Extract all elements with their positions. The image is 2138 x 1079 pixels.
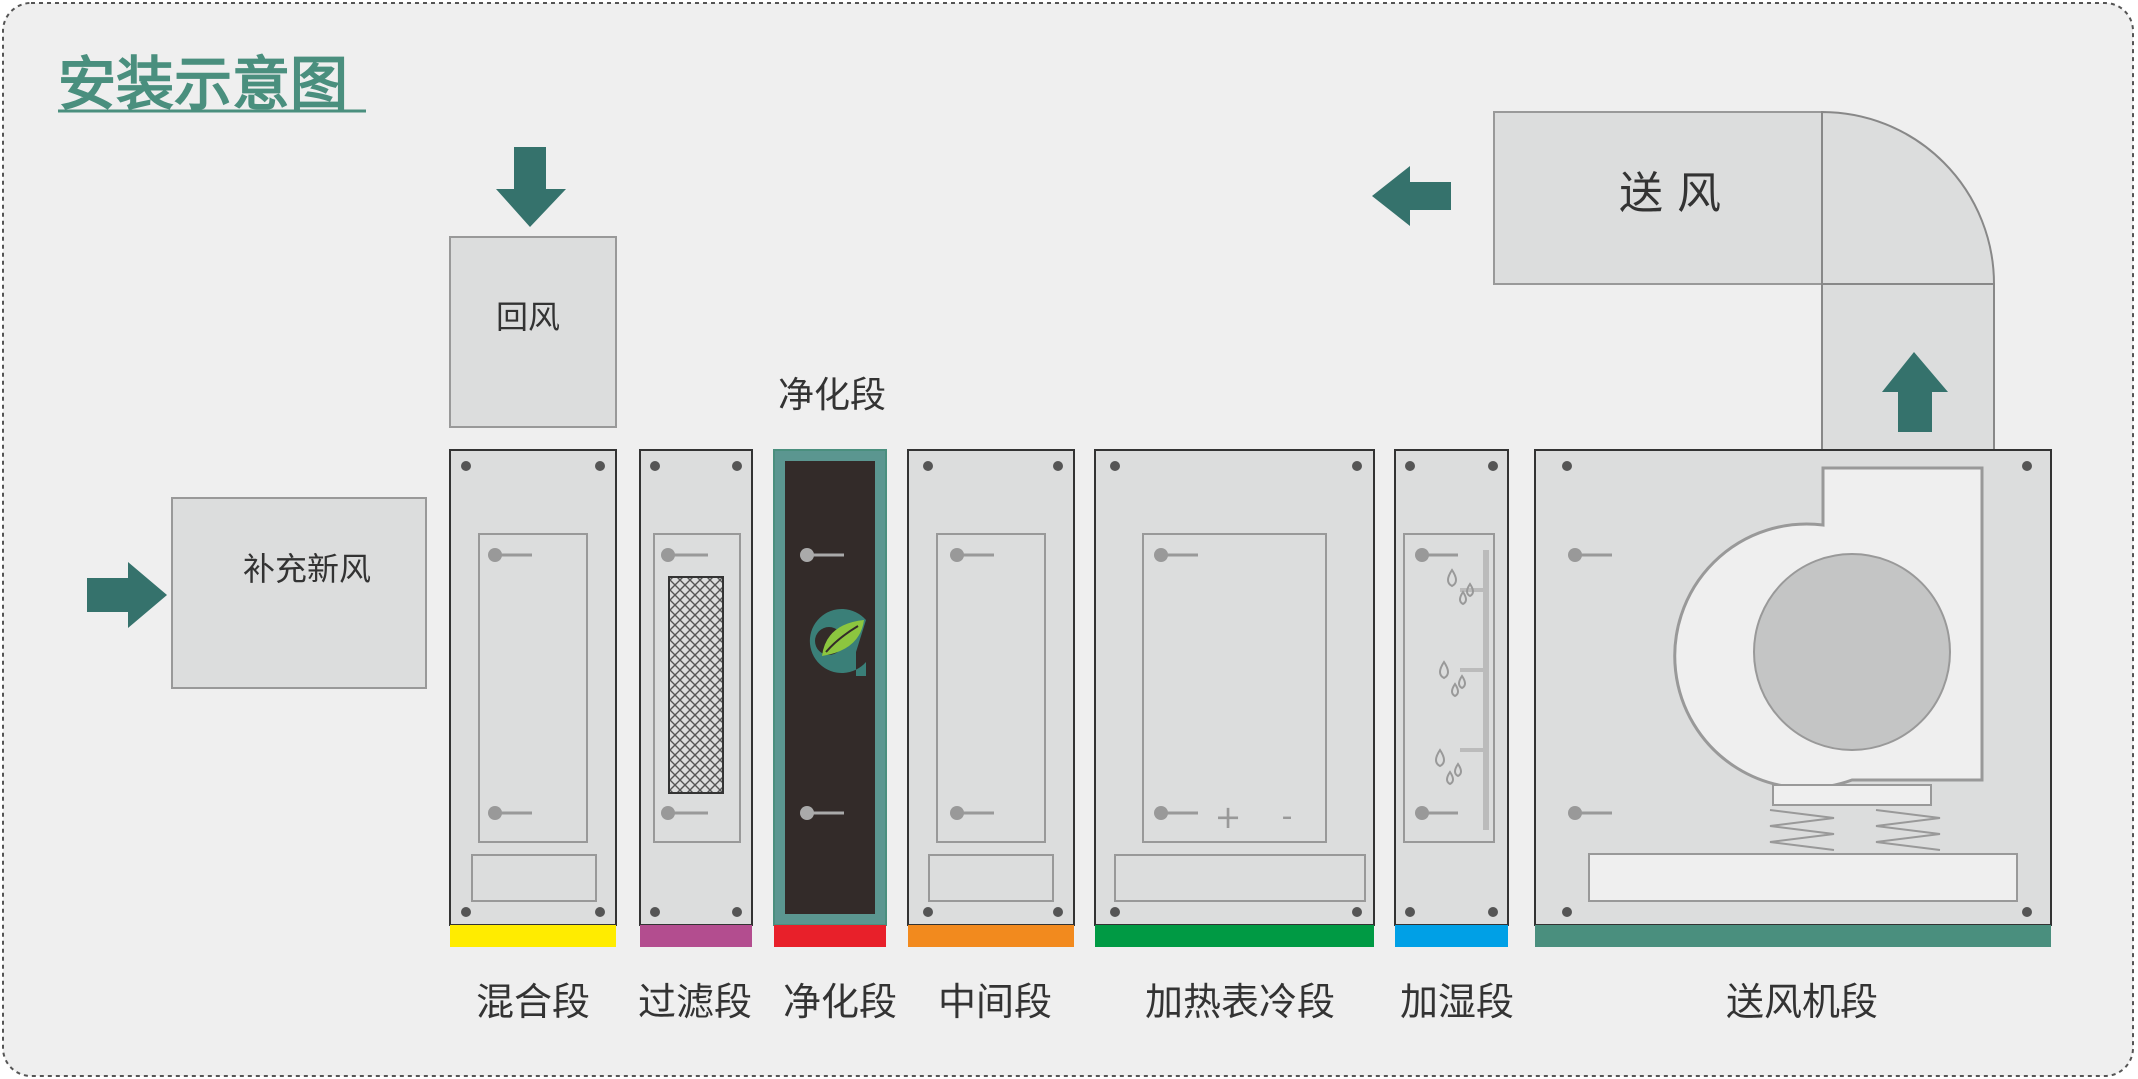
heatcool-color-bar [1095, 925, 1374, 947]
duct-elbow [1821, 110, 1996, 285]
supply-air-label: 送 风 [1619, 168, 1721, 219]
purify-top-label: 净化段 [778, 375, 886, 416]
filter-label: 过滤段 [638, 980, 752, 1024]
spring-icon [1769, 809, 1941, 851]
fan-section [1534, 449, 2052, 926]
plus-symbol: + [1215, 798, 1242, 836]
mixing-section [449, 449, 617, 926]
purify-label: 净化段 [783, 980, 897, 1024]
return-air-box [449, 236, 617, 428]
fresh-air-label: 补充新风 [243, 550, 371, 588]
fan-color-bar [1535, 925, 2051, 947]
fan-label: 送风机段 [1726, 980, 1878, 1024]
supply-duct [1493, 111, 1823, 285]
fan-icon [1673, 466, 1984, 790]
arrow-right-icon [87, 562, 167, 628]
arrow-up-icon [1882, 352, 1948, 432]
minus-symbol: - [1282, 799, 1293, 834]
leaf-logo-icon [809, 609, 866, 676]
middle-label: 中间段 [938, 980, 1052, 1024]
filter-mesh-icon [668, 576, 724, 794]
filter-section [639, 449, 753, 926]
mixing-color-bar [450, 925, 616, 947]
humidify-label: 加湿段 [1400, 980, 1514, 1024]
mixing-label: 混合段 [476, 980, 590, 1024]
heatcool-label: 加热表冷段 [1145, 980, 1335, 1024]
return-air-label: 回风 [496, 298, 560, 336]
middle-section [907, 449, 1075, 926]
humidify-color-bar [1395, 925, 1508, 947]
heatcool-section: + - [1094, 449, 1375, 926]
purify-color-bar [774, 925, 886, 947]
purify-section [773, 449, 887, 926]
arrow-down-icon [496, 147, 566, 227]
water-drop-icon [1435, 568, 1474, 786]
fresh-air-box [171, 497, 427, 689]
page-title: 安装示意图 [58, 50, 348, 118]
filter-color-bar [640, 925, 752, 947]
humidify-section [1394, 449, 1509, 926]
middle-color-bar [908, 925, 1074, 947]
arrow-left-icon [1372, 166, 1451, 226]
